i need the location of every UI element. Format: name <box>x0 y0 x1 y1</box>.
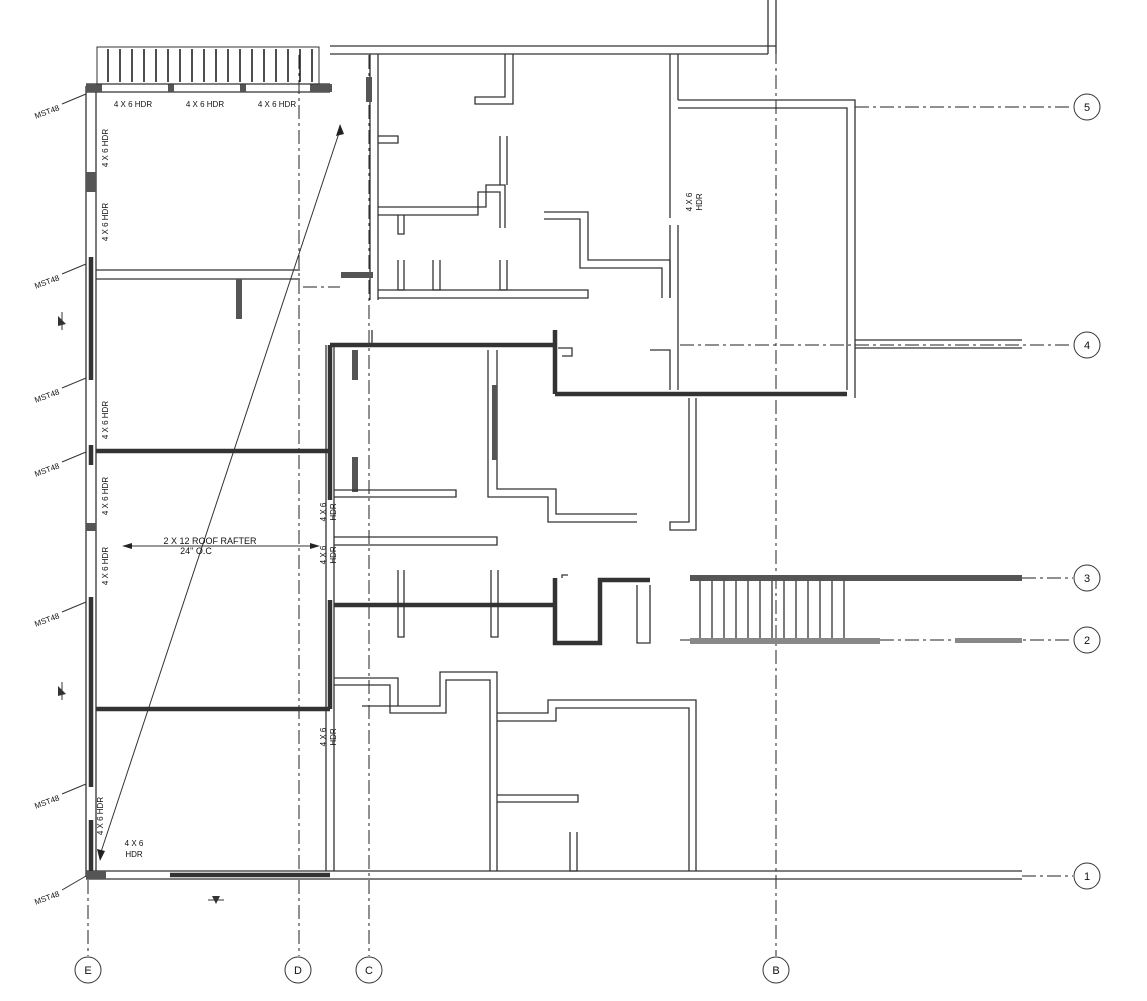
mst48-callout-1: MST48 <box>33 93 87 121</box>
west-header-label-4: 4 X 6 HDR <box>101 477 110 515</box>
svg-text:D: D <box>294 965 302 977</box>
grid-bubble-c[interactable]: C <box>355 956 383 984</box>
rafter-label-line1: 2 X 12 ROOF RAFTER <box>163 536 257 546</box>
mst48-callout-4: MST48 <box>33 451 87 479</box>
grid-bubbles: 5 4 3 2 1 E D C <box>74 93 1101 984</box>
hdr-stack-bottom-b: HDR <box>125 850 143 859</box>
mst48-callout-5: MST48 <box>33 601 87 629</box>
svg-text:4: 4 <box>1084 340 1090 352</box>
west-header-label-5: 4 X 6 HDR <box>101 547 110 585</box>
svg-text:MST48: MST48 <box>33 461 61 478</box>
hdr-stack-mid3-b: HDR <box>329 728 338 746</box>
svg-text:MST48: MST48 <box>33 889 61 906</box>
grid-lines <box>87 0 1073 956</box>
section-marker-3 <box>208 896 224 904</box>
mst48-callout-2: MST48 <box>33 263 87 291</box>
grid-bubble-2[interactable]: 2 <box>1073 626 1101 654</box>
svg-text:MST48: MST48 <box>33 103 61 120</box>
grid-bubble-3[interactable]: 3 <box>1073 564 1101 592</box>
north-header-label-3: 4 X 6 HDR <box>258 100 296 109</box>
rafter-label-line2: 24" O.C <box>180 546 212 556</box>
west-header-label-6: 4 X 6 HDR <box>96 797 105 835</box>
west-header-label-3: 4 X 6 HDR <box>101 401 110 439</box>
mst48-callout-7: MST48 <box>33 875 87 907</box>
svg-text:3: 3 <box>1084 573 1090 585</box>
section-marker-2 <box>58 682 66 700</box>
grid-bubble-4[interactable]: 4 <box>1073 331 1101 359</box>
hdr-stack-mid2-b: HDR <box>329 546 338 564</box>
grid-bubble-e[interactable]: E <box>74 956 102 984</box>
mst48-callout-3: MST48 <box>33 377 87 405</box>
hdr-stack-mid3-a: 4 X 6 <box>319 727 328 746</box>
grid-bubble-d[interactable]: D <box>284 956 312 984</box>
hdr-stack-mid2-a: 4 X 6 <box>319 545 328 564</box>
hdr-stack-right-b: HDR <box>695 193 704 211</box>
hdr-stack-mid1-b: HDR <box>329 503 338 521</box>
svg-text:E: E <box>84 965 91 977</box>
grid-bubble-1[interactable]: 1 <box>1073 862 1101 890</box>
hdr-stack-right-a: 4 X 6 <box>685 192 694 211</box>
annotations: MST48 MST48 MST48 MST48 MST48 MST48 MST4… <box>33 93 704 907</box>
north-header-label-1: 4 X 6 HDR <box>114 100 152 109</box>
mst48-callout-6: MST48 <box>33 783 87 811</box>
west-header-label-2: 4 X 6 HDR <box>101 203 110 241</box>
grid-bubble-5[interactable]: 5 <box>1073 93 1101 121</box>
svg-text:MST48: MST48 <box>33 273 61 290</box>
svg-text:MST48: MST48 <box>33 793 61 810</box>
svg-text:C: C <box>365 965 373 977</box>
svg-text:MST48: MST48 <box>33 387 61 404</box>
svg-text:5: 5 <box>1084 102 1090 114</box>
grid-bubble-b[interactable]: B <box>762 956 790 984</box>
svg-text:MST48: MST48 <box>33 611 61 628</box>
north-deck-joists <box>96 46 320 85</box>
west-header-label-1: 4 X 6 HDR <box>101 129 110 167</box>
hdr-stack-mid1-a: 4 X 6 <box>319 502 328 521</box>
svg-text:1: 1 <box>1084 871 1090 883</box>
left-wing-walls <box>85 83 1022 880</box>
svg-text:2: 2 <box>1084 635 1090 647</box>
center-plan-walls <box>330 0 1022 872</box>
section-marker-1 <box>58 312 66 330</box>
hdr-stack-bottom-a: 4 X 6 <box>125 839 144 848</box>
north-header-label-2: 4 X 6 HDR <box>186 100 224 109</box>
svg-text:B: B <box>772 965 779 977</box>
